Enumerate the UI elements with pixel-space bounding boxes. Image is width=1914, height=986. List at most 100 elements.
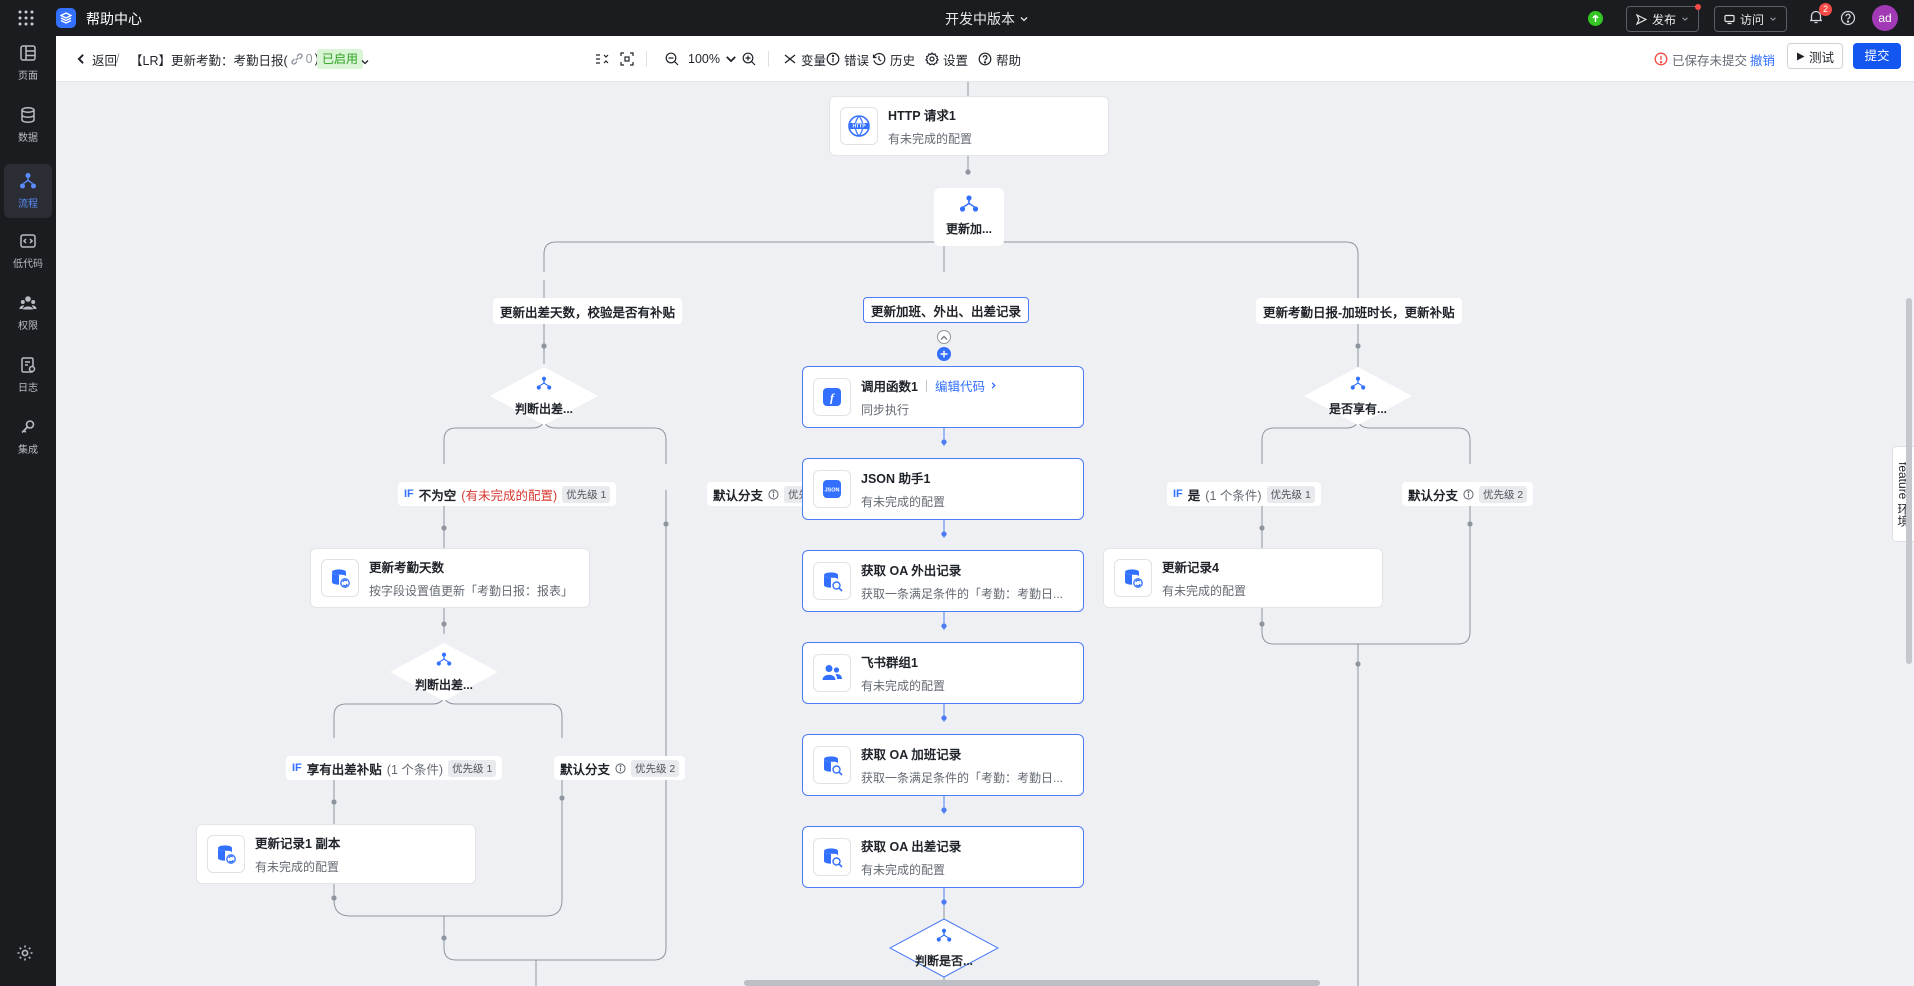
version-dropdown[interactable]: 开发中版本: [945, 9, 1029, 29]
node-subtitle: 获取一条满足条件的「考勤：考勤日...: [861, 587, 1064, 601]
decision-node-right[interactable]: 是否享有...: [1303, 366, 1413, 426]
condition-if-left[interactable]: IF 不为空 (有未完成的配置) 优先级 1: [398, 482, 617, 506]
node-subtitle: 有未完成的配置: [888, 132, 973, 146]
sidebar: 页面 数据 流程 低代码 权限 日志 集成: [0, 36, 56, 986]
chevron-down-icon: [726, 56, 736, 63]
query-record-icon: [813, 562, 851, 600]
collapse-branch-icon[interactable]: [937, 330, 951, 344]
node-title: JSON 助手1: [861, 472, 931, 486]
avatar[interactable]: ad: [1872, 5, 1898, 31]
history-icon: [872, 52, 886, 66]
lowcode-icon: [20, 234, 36, 248]
group-icon: [813, 654, 851, 692]
sidebar-item-permission[interactable]: 权限: [0, 286, 56, 340]
submit-button[interactable]: 提交: [1853, 43, 1901, 69]
node-subtitle: 获取一条满足条件的「考勤：考勤日...: [861, 771, 1064, 785]
add-node-plus-icon[interactable]: [937, 347, 951, 361]
decision-node-left-2[interactable]: 判断出差...: [389, 642, 499, 702]
publish-dot: [1695, 4, 1702, 10]
test-button[interactable]: 测试: [1787, 43, 1844, 69]
branch-label-center[interactable]: 更新加班、外出、出差记录: [863, 297, 1030, 323]
get-oa-trip-node[interactable]: 获取 OA 出差记录有未完成的配置: [802, 826, 1084, 888]
sidebar-item-data[interactable]: 数据: [0, 98, 56, 152]
zoom-in-icon: [742, 52, 756, 66]
errors-button[interactable]: 错误: [826, 36, 869, 82]
get-oa-outing-node[interactable]: 获取 OA 外出记录获取一条满足条件的「考勤：考勤日...: [802, 550, 1084, 612]
zoom-out-icon: [665, 52, 679, 66]
flow-name[interactable]: 【LR】更新考勤：考勤日报( 0 ): [130, 52, 319, 68]
update-record-copy-node[interactable]: 更新记录1 副本有未完成的配置: [196, 824, 476, 884]
horizontal-scrollbar[interactable]: [744, 980, 1320, 986]
json-helper-node[interactable]: JSON JSON 助手1 有未完成的配置: [802, 458, 1084, 520]
top-bar: 帮助中心 开发中版本 发布 访问 2 ad: [0, 0, 1914, 36]
chevron-down-icon: [1770, 17, 1776, 21]
sidebar-item-page[interactable]: 页面: [0, 36, 56, 90]
zoom-level-dropdown[interactable]: 100%: [688, 36, 738, 82]
chevron-right-icon: [991, 382, 996, 389]
fit-view-button[interactable]: [620, 36, 634, 82]
json-icon: JSON: [813, 470, 851, 508]
publish-label: 发布: [1652, 12, 1677, 27]
settings-gear-icon[interactable]: [16, 944, 34, 967]
visit-label: 访问: [1740, 12, 1765, 27]
log-icon: [21, 357, 36, 373]
publish-button[interactable]: 发布: [1626, 4, 1702, 32]
branch-label-left[interactable]: 更新出差天数，校验是否有补贴: [493, 298, 683, 324]
condition-if-right[interactable]: IF 是 (1 个条件) 优先级 1: [1167, 482, 1321, 506]
node-title: 获取 OA 出差记录: [861, 840, 962, 854]
svg-text:HTTP: HTTP: [852, 124, 866, 130]
info-icon: [768, 488, 779, 500]
visit-button[interactable]: 访问: [1714, 6, 1788, 32]
decision-label: 判断出差...: [414, 678, 473, 692]
history-button[interactable]: 历史: [872, 36, 915, 82]
node-title: 飞书群组1: [861, 656, 918, 670]
settings-button[interactable]: 设置: [925, 36, 968, 82]
decision-node-left-1[interactable]: 判断出差...: [489, 366, 599, 426]
sidebar-item-integration[interactable]: 集成: [0, 410, 56, 464]
decision-node-center[interactable]: 判断是否...: [889, 918, 999, 978]
node-title: 更新记录4: [1162, 561, 1219, 575]
monitor-icon: [1724, 14, 1735, 24]
get-oa-overtime-node[interactable]: 获取 OA 加班记录获取一条满足条件的「考勤：考勤日...: [802, 734, 1084, 796]
zoom-in-button[interactable]: [742, 36, 756, 82]
toolbar-divider: [768, 51, 769, 67]
undo-button[interactable]: 撤销: [1750, 53, 1776, 68]
condition-default-left-2[interactable]: 默认分支 优先级 2: [554, 756, 686, 780]
zoom-out-button[interactable]: [665, 36, 679, 82]
notification-button[interactable]: 2: [1808, 3, 1832, 27]
chevron-down-icon: [1682, 17, 1688, 21]
app-logo-icon: [56, 8, 76, 28]
variables-button[interactable]: 变量: [783, 36, 826, 82]
node-subtitle: 按字段设置值更新「考勤日报：报表」: [369, 584, 574, 598]
users-icon: [19, 296, 37, 310]
node-subtitle: 有未完成的配置: [861, 495, 946, 509]
branch-node[interactable]: 更新加...: [934, 188, 1004, 246]
auto-layout-button[interactable]: [595, 36, 609, 82]
condition-default-right[interactable]: 默认分支 优先级 2: [1402, 482, 1534, 506]
node-title: 调用函数1: [861, 380, 918, 394]
sync-status-icon[interactable]: [1588, 11, 1603, 26]
call-function-node[interactable]: f 调用函数1 编辑代码 同步执行: [802, 366, 1084, 428]
question-icon: [978, 52, 992, 66]
update-attendance-days-node[interactable]: 更新考勤天数按字段设置值更新「考勤日报：报表」: [310, 548, 590, 608]
editor-toolbar: 返回 / 【LR】更新考勤：考勤日报( 0 ) 已启用 100% 变量 错误 历…: [56, 36, 1914, 82]
back-button[interactable]: 返回: [74, 36, 117, 82]
play-icon: [1797, 52, 1805, 60]
branch-label: 更新加...: [945, 222, 992, 236]
sidebar-item-lowcode[interactable]: 低代码: [0, 224, 56, 278]
help-button[interactable]: 帮助: [978, 36, 1021, 82]
app-grid-icon[interactable]: [18, 10, 34, 26]
edit-code-link[interactable]: 编辑代码: [935, 376, 998, 395]
branch-label-right[interactable]: 更新考勤日报-加班时长，更新补贴: [1256, 298, 1462, 324]
condition-if-left-2[interactable]: IF 享有出差补贴 (1 个条件) 优先级 1: [286, 756, 503, 780]
diamond-shape: [390, 643, 498, 701]
sidebar-item-log[interactable]: 日志: [0, 348, 56, 402]
sidebar-item-flow[interactable]: 流程: [4, 164, 52, 218]
help-icon[interactable]: [1840, 10, 1856, 31]
vertical-scrollbar[interactable]: [1906, 298, 1912, 664]
flow-menu-chevron-down-icon[interactable]: [360, 54, 370, 72]
